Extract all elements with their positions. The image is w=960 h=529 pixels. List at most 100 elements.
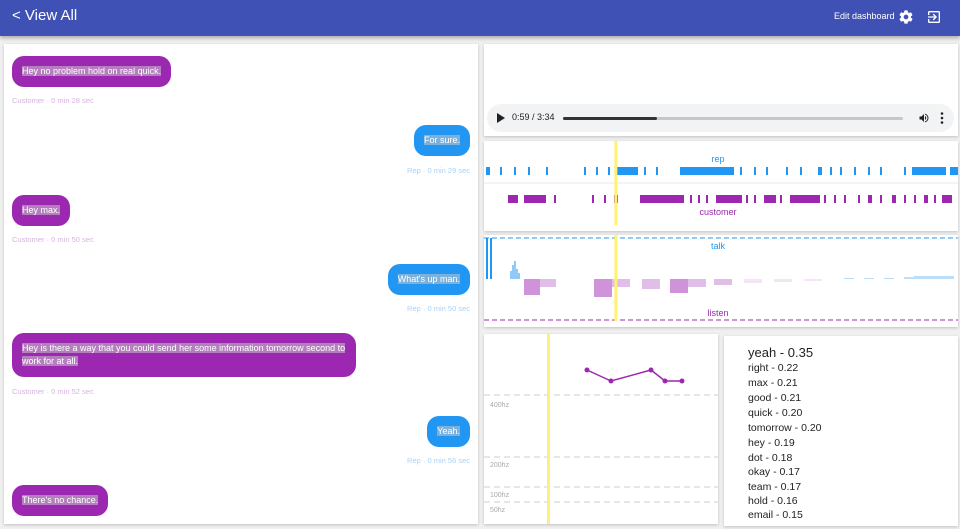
view-all-back-link[interactable]: < View All	[12, 7, 78, 24]
listen-bar	[594, 279, 612, 297]
speaker-timeline[interactable]: rep customer	[484, 141, 958, 231]
playhead-marker	[547, 334, 550, 524]
customer-segment	[834, 195, 836, 203]
customer-segment	[508, 195, 518, 203]
customer-segment	[780, 195, 782, 203]
pitch-panel: 400hz 200hz 100hz 50hz	[484, 334, 718, 524]
message-meta: Customer · 0 min 28 sec	[12, 96, 94, 105]
customer-segment	[942, 195, 952, 203]
talk-bar	[924, 276, 934, 279]
talk-listen-chart: talk listen	[484, 235, 958, 321]
gear-icon[interactable]	[898, 9, 914, 25]
message-meta: Rep · 0 min 29 sec	[407, 166, 470, 175]
customer-segment	[892, 195, 896, 203]
playhead-marker	[614, 141, 618, 225]
message-text: Hey is there a way that you could send h…	[22, 343, 346, 366]
rep-segments	[486, 167, 958, 175]
rep-segment	[754, 167, 756, 175]
audio-seek-progress	[563, 117, 657, 120]
pitch-axis-label: 200hz	[490, 462, 510, 469]
keyword-item: yeah - 0.35	[748, 345, 814, 360]
talk-bar	[518, 273, 520, 279]
rep-segment	[500, 167, 502, 175]
listen-bars	[524, 279, 822, 297]
rep-track-label: rep	[711, 154, 724, 164]
listen-bar	[774, 279, 792, 282]
talk-bars	[486, 238, 954, 279]
rep-segment	[786, 167, 788, 175]
keyword-item: okay - 0.17	[748, 466, 800, 478]
customer-segment	[914, 195, 916, 203]
rep-message: Yeah.	[427, 416, 470, 447]
rep-segment	[644, 167, 646, 175]
customer-segment	[698, 195, 700, 203]
listen-bar	[744, 279, 762, 283]
message-meta: Rep · 0 min 56 sec	[407, 456, 470, 465]
play-icon[interactable]	[497, 113, 505, 123]
pitch-axis-label: 100hz	[490, 492, 510, 499]
customer-message: Hey no problem hold on real quick.	[12, 56, 172, 87]
listen-bar	[714, 279, 732, 285]
rep-segment	[766, 167, 768, 175]
customer-segment	[592, 195, 594, 203]
message-text: Hey no problem hold on real quick.	[22, 66, 162, 76]
rep-segment	[818, 167, 822, 175]
pitch-point	[648, 367, 654, 373]
pitch-point	[584, 367, 590, 373]
rep-segment	[596, 167, 598, 175]
volume-icon[interactable]	[918, 112, 930, 124]
rep-segment	[840, 167, 842, 175]
customer-segment	[858, 195, 860, 203]
talk-bar	[516, 269, 518, 279]
more-options-icon[interactable]	[940, 112, 944, 124]
pitch-line	[586, 369, 682, 382]
message-text: There's no chance.	[22, 495, 99, 505]
pitch-axis-label: 400hz	[490, 402, 510, 409]
listen-label: listen	[707, 308, 728, 318]
customer-segment	[554, 195, 556, 203]
exit-icon[interactable]	[926, 9, 942, 25]
customer-segment	[746, 195, 748, 203]
rep-segment	[904, 167, 906, 175]
customer-segment	[524, 195, 546, 203]
message-text: Hey max.	[22, 205, 61, 215]
playhead-marker	[614, 235, 618, 321]
rep-segment	[608, 167, 610, 175]
talk-label: talk	[711, 241, 726, 251]
keyword-panel: yeah - 0.35 right - 0.22 max - 0.21 good…	[724, 336, 958, 526]
pitch-point	[662, 378, 668, 384]
keyword-item: dot - 0.18	[748, 452, 793, 464]
keyword-item: email - 0.15	[748, 509, 803, 521]
talk-bar	[944, 276, 954, 279]
talk-bar	[510, 271, 512, 279]
customer-message: Hey max.	[12, 195, 71, 226]
listen-bar	[804, 279, 822, 281]
message-meta: Customer · 0 min 52 sec	[12, 387, 94, 396]
message-text: For sure.	[423, 135, 460, 145]
rep-segment	[656, 167, 658, 175]
talk-bar	[512, 265, 514, 279]
customer-segment	[690, 195, 692, 203]
keyword-item: quick - 0.20	[748, 407, 803, 419]
keyword-item: right - 0.22	[748, 362, 799, 374]
rep-segment	[868, 167, 870, 175]
transcript-panel: Hey no problem hold on real quick. Custo…	[4, 44, 478, 524]
listen-bar	[540, 279, 556, 287]
customer-segment	[934, 195, 936, 203]
audio-seek-bar[interactable]	[563, 117, 903, 120]
customer-segment	[868, 195, 872, 203]
talk-bar	[844, 278, 854, 279]
keyword-item: hey - 0.19	[748, 437, 795, 449]
customer-segment	[764, 195, 776, 203]
message-text: Yeah.	[437, 426, 460, 436]
customer-segment	[844, 195, 846, 203]
audio-player: 0:59 / 3:34	[487, 104, 954, 132]
listen-bar	[642, 279, 660, 289]
edit-dashboard-button[interactable]: Edit dashboard	[834, 11, 895, 21]
talk-bar	[904, 277, 914, 279]
customer-segment	[904, 195, 906, 203]
audio-time: 0:59 / 3:34	[512, 112, 555, 122]
talk-bar	[864, 278, 874, 279]
rep-segment	[528, 167, 530, 175]
customer-segment	[604, 195, 606, 203]
